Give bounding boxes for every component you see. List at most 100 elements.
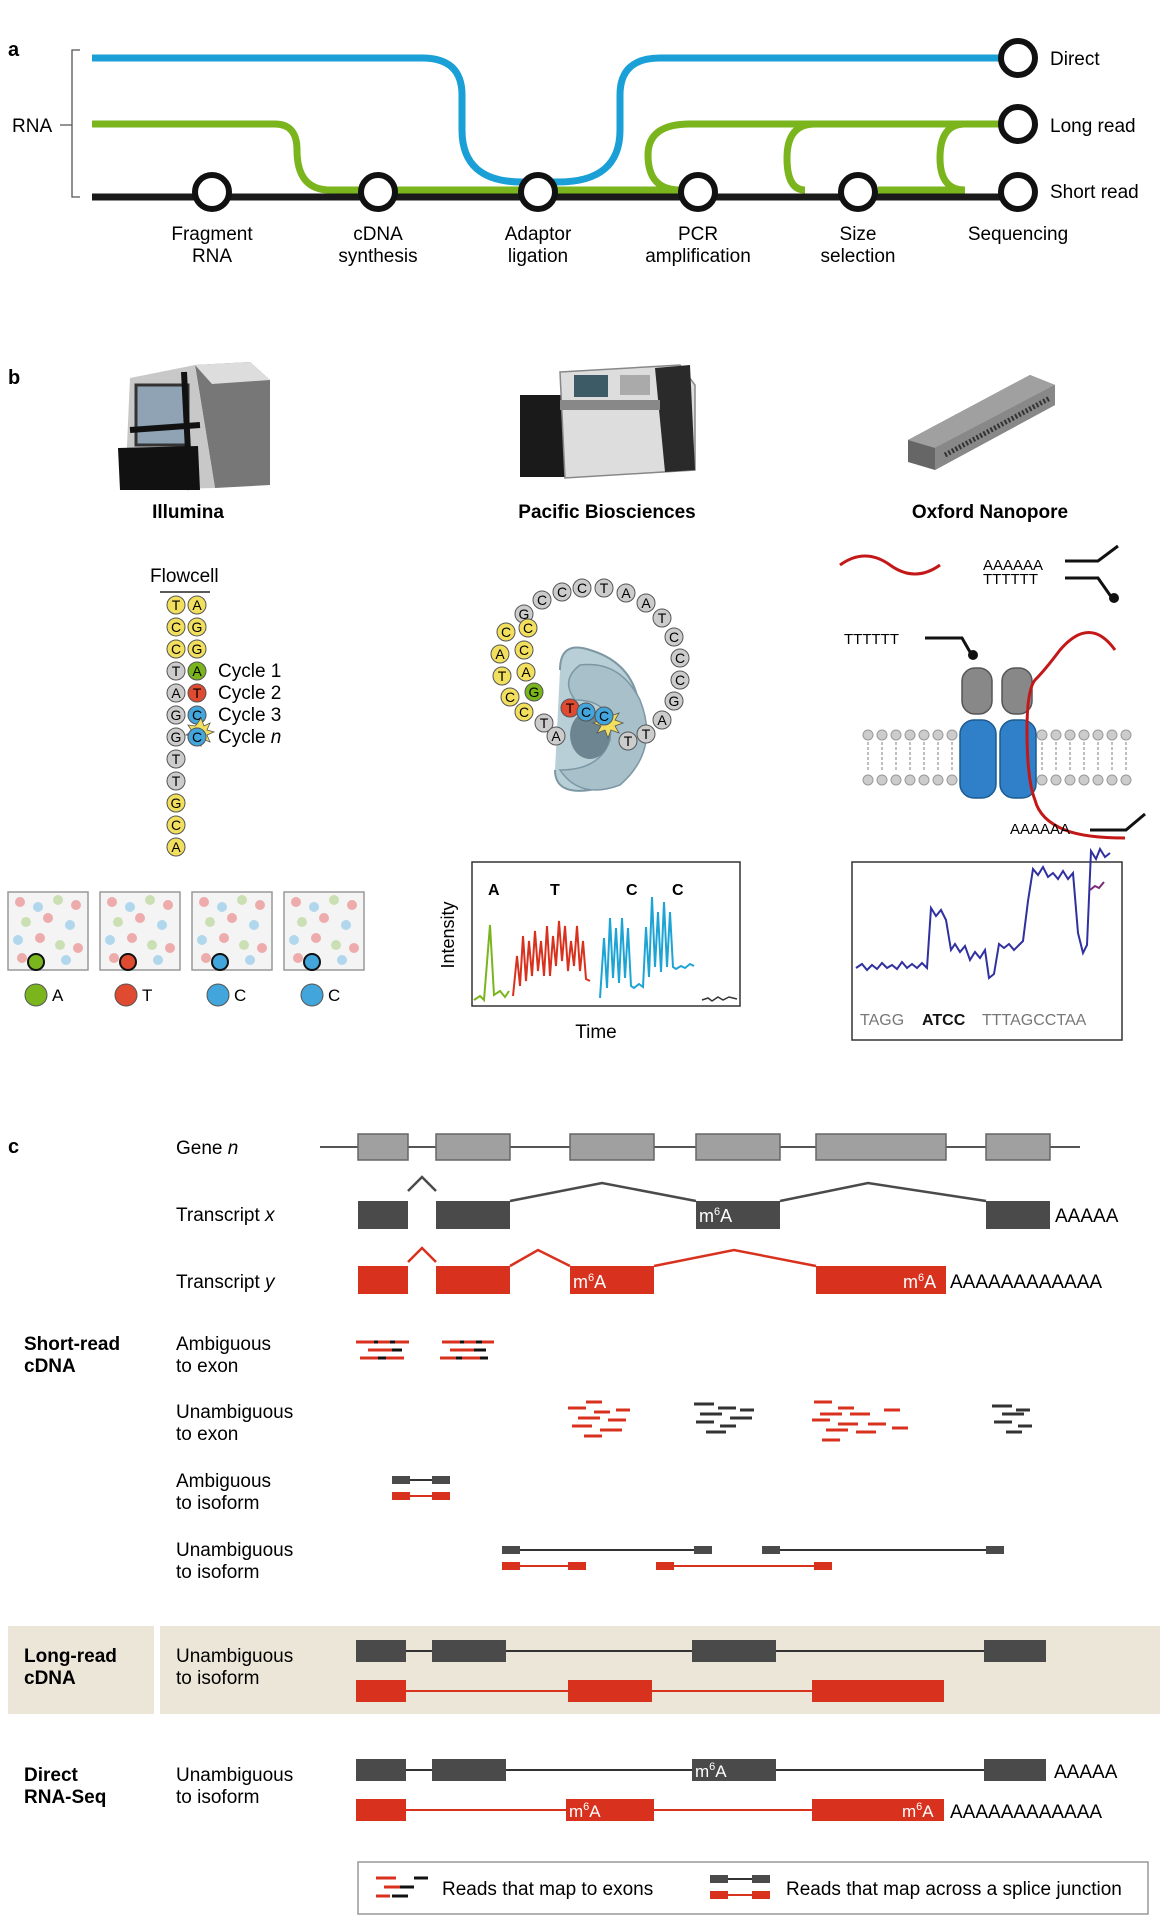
row-3-l1: Ambiguous	[176, 1471, 271, 1492]
trace-base-3: C	[626, 882, 638, 899]
row-4-l1: Unambiguous	[176, 1540, 293, 1561]
svg-text:C: C	[519, 642, 529, 658]
node-size	[838, 172, 878, 212]
well-base-4: C	[328, 986, 340, 1005]
direct-group-label: Direct RNA-Seq	[24, 1765, 106, 1808]
row-6-l2: to isoform	[176, 1787, 259, 1808]
svg-text:G: G	[171, 795, 182, 811]
svg-text:A: A	[641, 595, 651, 611]
svg-text:C: C	[171, 817, 181, 833]
svg-text:T: T	[658, 610, 667, 626]
cycle-1: Cycle 1	[218, 661, 281, 682]
svg-text:C: C	[675, 650, 685, 666]
svg-text:T: T	[172, 751, 181, 767]
row-2-l2: to exon	[176, 1424, 238, 1445]
svg-text:C: C	[581, 704, 591, 720]
short-read-l2: cDNA	[24, 1356, 76, 1377]
svg-text:G: G	[192, 619, 203, 635]
step-labels: Fragment RNA cDNA synthesis Adaptor liga…	[171, 224, 1068, 267]
step-3-line1: Adaptor	[505, 224, 572, 245]
long-read-reads	[356, 1640, 1046, 1702]
legend: Reads that map to exons Reads that map a…	[357, 1861, 1149, 1915]
svg-text:T: T	[172, 597, 181, 613]
panel-b-letter: b	[8, 367, 20, 389]
step-5-line1: Size	[840, 224, 877, 245]
svg-text:C: C	[192, 729, 202, 745]
svg-text:A: A	[192, 597, 202, 613]
legend-exon-reads-icon	[376, 1876, 428, 1898]
step-6-line1: Sequencing	[968, 224, 1068, 245]
svg-text:C: C	[501, 624, 511, 640]
svg-text:T: T	[540, 715, 549, 731]
flowcell-wells: A T C C	[7, 891, 365, 1007]
svg-text:T: T	[600, 580, 609, 596]
panel-c-letter: c	[8, 1136, 19, 1158]
nanopore-squiggle-plot: TAGG ATCC TTTAGCCTAA	[851, 846, 1123, 1041]
svg-text:G: G	[529, 684, 540, 700]
trace-base-4: C	[672, 882, 684, 899]
transcript-x-label: Transcript x	[176, 1205, 276, 1226]
m6a-y-2: m6A	[903, 1272, 936, 1292]
svg-text:T: T	[624, 733, 633, 749]
svg-text:C: C	[537, 592, 547, 608]
well-1	[7, 891, 89, 971]
svg-text:T: T	[172, 663, 181, 679]
svg-text:T: T	[172, 773, 181, 789]
short-read-l1: Short-read	[24, 1334, 120, 1355]
step-1-line2: RNA	[192, 246, 232, 267]
output-long-read: Long read	[1050, 116, 1136, 137]
polya-direct-x: AAAAA	[1054, 1762, 1118, 1783]
well-base-2: T	[142, 986, 152, 1005]
step-5-line2: selection	[821, 246, 896, 267]
step-3-line2: ligation	[508, 246, 568, 267]
trace-ylabel: Intensity	[438, 901, 458, 968]
platform-pacbio: Pacific Biosciences	[518, 502, 695, 523]
svg-text:A: A	[521, 664, 531, 680]
row-labels-direct: Unambiguous to isoform	[176, 1765, 293, 1808]
node-seq-short	[998, 172, 1038, 212]
svg-text:G: G	[519, 606, 530, 622]
cycle-n: Cycle n	[218, 727, 281, 748]
m6a-x: m6A	[699, 1206, 732, 1226]
step-2-line2: synthesis	[338, 246, 417, 267]
reads-ambiguous-isoform	[392, 1476, 450, 1500]
svg-text:G: G	[669, 693, 680, 709]
row-4-l2: to isoform	[176, 1562, 259, 1583]
direct-l2: RNA-Seq	[24, 1787, 106, 1808]
well-4	[283, 891, 365, 971]
panel-a: a RNA Direct Long read Short read Fragme…	[8, 38, 1139, 267]
direct-l1: Direct	[24, 1765, 79, 1786]
svg-text:A: A	[551, 728, 561, 744]
node-pcr	[678, 172, 718, 212]
svg-text:C: C	[505, 689, 515, 705]
output-short-read: Short read	[1050, 182, 1139, 203]
well-3	[191, 891, 273, 971]
polya-x: AAAAA	[1055, 1206, 1119, 1227]
np-seq-2: ATCC	[922, 1012, 966, 1029]
svg-text:C: C	[519, 704, 529, 720]
svg-text:A: A	[171, 839, 181, 855]
output-direct: Direct	[1050, 49, 1100, 70]
row-6-l1: Unambiguous	[176, 1765, 293, 1786]
panel-a-letter: a	[8, 39, 20, 61]
platform-nanopore: Oxford Nanopore	[912, 502, 1068, 523]
legend-box	[357, 1861, 1149, 1915]
nanopore-device-icon	[908, 375, 1055, 470]
trace-xlabel: Time	[575, 1022, 617, 1043]
cycle-2: Cycle 2	[218, 683, 281, 704]
direct-rna-reads: m6A AAAAA m6A m6A AAAAAAAAAAAA	[356, 1759, 1118, 1823]
trace-base-2: T	[550, 882, 560, 899]
long-read-path	[92, 120, 1018, 194]
svg-text:T: T	[566, 700, 575, 716]
row-1-l1: Ambiguous	[176, 1334, 271, 1355]
step-4-line2: amplification	[645, 246, 751, 267]
step-1-line1: Fragment	[171, 224, 253, 245]
reads-unambiguous-isoform	[502, 1546, 1004, 1570]
legend-junction-text: Reads that map across a splice junction	[786, 1879, 1122, 1900]
svg-text:C: C	[171, 641, 181, 657]
panel-c: c Gene n Transcript x m6A AAAAA Tr	[8, 1133, 1160, 1915]
np-polyt-2: TTTTTT	[844, 631, 899, 648]
step-2-line1: cDNA	[353, 224, 403, 245]
pacbio-trace-plot: A T C C Intensity Time	[438, 861, 741, 1043]
direct-path	[92, 54, 1018, 186]
